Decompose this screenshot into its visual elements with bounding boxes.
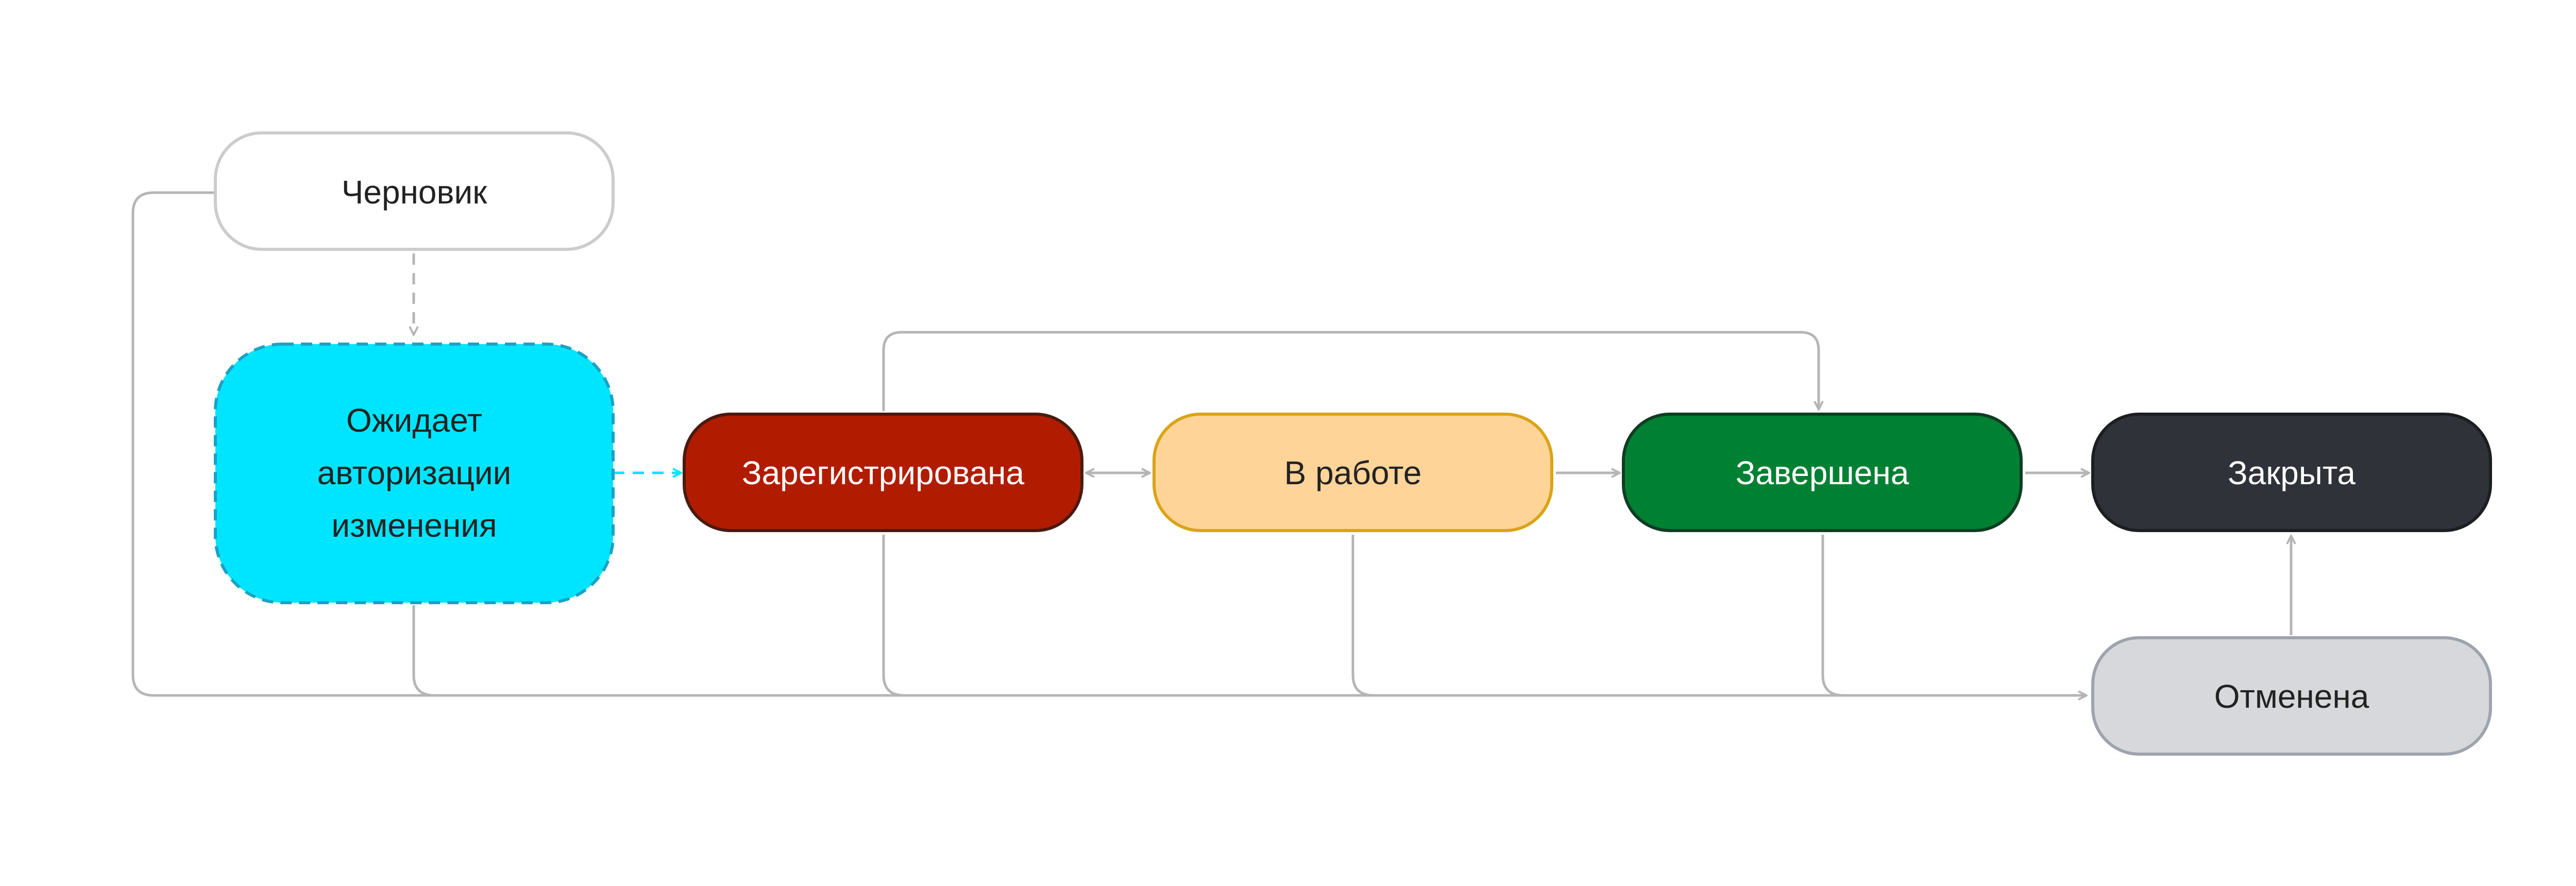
node-awaiting-authorization-line-2: авторизации <box>317 454 512 491</box>
connectors <box>131 191 2291 697</box>
connector-awaiting-to-cancelled <box>412 605 435 697</box>
node-registered[interactable]: Зарегистрирована <box>683 413 1083 532</box>
node-completed-label: Завершена <box>1736 454 1909 491</box>
connector-in-progress-to-cancelled <box>1351 535 1374 697</box>
node-in-progress-label: В работе <box>1284 454 1422 491</box>
node-cancelled-label: Отменена <box>2214 678 2369 715</box>
node-in-progress-box <box>1153 413 1553 532</box>
node-closed[interactable]: Закрыта <box>2091 413 2492 532</box>
connector-registered-to-completed <box>882 331 1819 411</box>
node-completed-box <box>1622 413 2023 532</box>
node-closed-box <box>2091 413 2492 532</box>
node-awaiting-authorization-box <box>214 343 615 604</box>
node-registered-box <box>683 413 1083 532</box>
connector-completed-to-cancelled <box>1821 535 1844 697</box>
node-awaiting-authorization-line-3: изменения <box>331 507 497 544</box>
node-cancelled-box <box>2091 636 2492 756</box>
node-cancelled[interactable]: Отменена <box>2091 636 2492 756</box>
node-awaiting-authorization[interactable]: Ожидает авторизации изменения <box>214 343 615 604</box>
node-closed-label: Закрыта <box>2228 454 2355 491</box>
node-draft[interactable]: Черновик <box>214 131 615 251</box>
connector-registered-to-cancelled <box>882 535 905 697</box>
connector-draft-to-cancelled <box>131 191 2087 695</box>
node-awaiting-authorization-line-1: Ожидает <box>346 402 482 439</box>
node-in-progress[interactable]: В работе <box>1153 413 1553 532</box>
node-draft-label: Черновик <box>342 174 488 211</box>
node-completed[interactable]: Завершена <box>1622 413 2023 532</box>
node-draft-box <box>214 131 615 251</box>
node-registered-label: Зарегистрирована <box>742 454 1025 491</box>
